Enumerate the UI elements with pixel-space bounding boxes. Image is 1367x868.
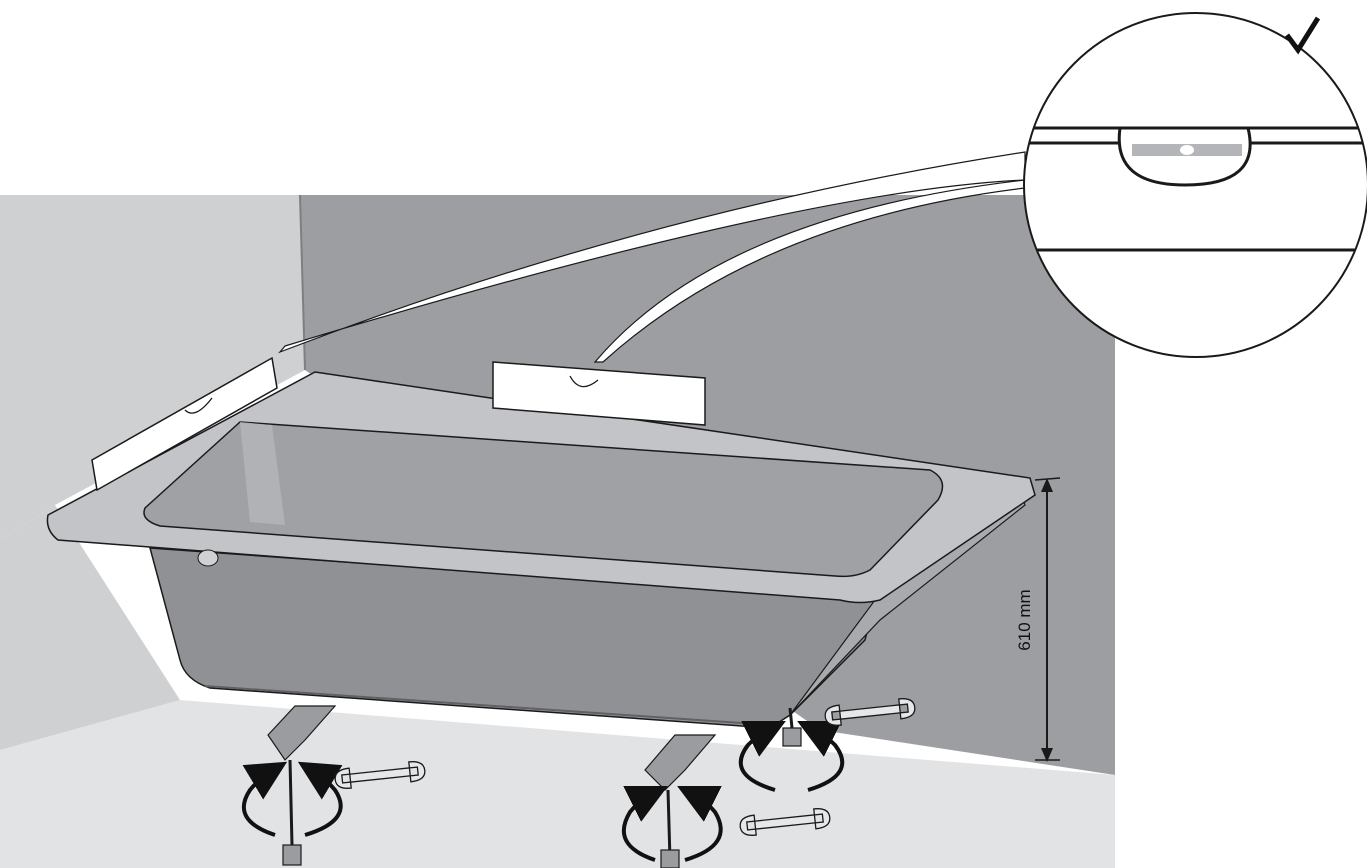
zoom-detail-circle — [1023, 12, 1367, 358]
rotate-arrow-right-2 — [797, 721, 845, 792]
leg-front-right — [644, 734, 717, 868]
rotate-arrow-left-2 — [297, 761, 343, 837]
leg-back-right — [782, 707, 802, 747]
zoom-level-bubble — [1180, 145, 1194, 155]
rotate-arrow-mid-1 — [621, 786, 668, 862]
left-wall — [0, 195, 305, 540]
spirit-level-left — [91, 356, 278, 492]
bathtub-bottom-edge — [204, 685, 771, 726]
bathtub — [46, 371, 1036, 729]
wrench-icon — [739, 808, 831, 836]
wrench-icon — [824, 698, 916, 726]
rotate-arrow-mid-2 — [677, 786, 723, 862]
wrench-icon — [334, 761, 426, 789]
spirit-levels — [91, 356, 706, 492]
bathtub-side-panel — [149, 547, 876, 729]
overflow-hole — [197, 549, 219, 567]
leg-front-left — [267, 705, 337, 866]
rotate-arrow-right-1 — [738, 721, 786, 792]
rotation-arrows — [241, 721, 845, 862]
spirit-level-back — [492, 361, 706, 426]
bathtub-basin — [143, 421, 944, 578]
bathtub-inner-corner-shade — [240, 422, 285, 525]
zoom-level-vial — [1117, 126, 1252, 187]
left-floor-edge — [0, 505, 180, 750]
height-dimension-label: 610 mm — [1015, 589, 1034, 650]
height-dimension: 610 mm — [1015, 477, 1061, 762]
wrenches — [334, 698, 916, 836]
check-mark-icon — [1284, 16, 1321, 55]
rotate-arrow-left-1 — [241, 761, 288, 837]
bathtub-legs — [267, 705, 802, 868]
